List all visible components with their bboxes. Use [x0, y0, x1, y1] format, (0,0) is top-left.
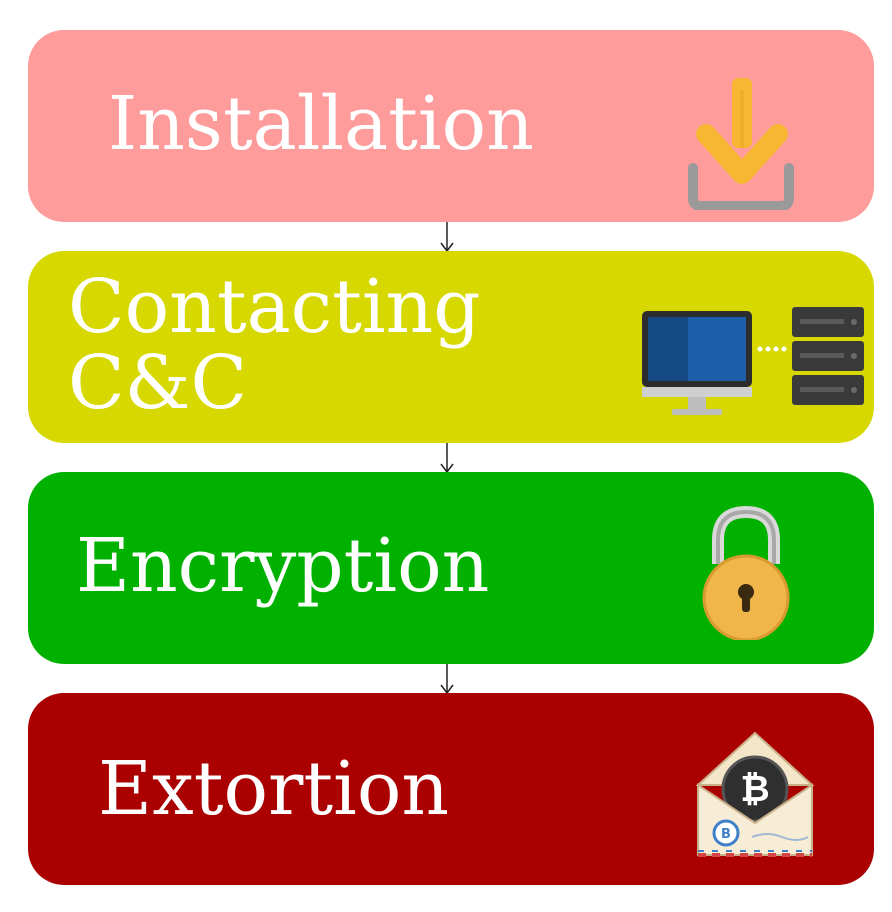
computer-server-icon — [642, 307, 864, 415]
stage-extortion: Extortion ₿ B — [28, 693, 874, 885]
download-icon — [688, 78, 794, 210]
connector-arrow — [440, 222, 454, 253]
svg-text:B: B — [721, 827, 731, 842]
stage-contacting-cc-line-1: Contacting — [68, 264, 481, 350]
stage-extortion-label: Extortion — [98, 746, 450, 832]
stage-contacting-cc: Contacting C&C — [28, 251, 874, 443]
connector-arrow — [440, 443, 454, 474]
stage-installation-label: Installation — [108, 81, 534, 167]
bitcoin-envelope-icon: ₿ B — [695, 731, 815, 857]
stage-installation: Installation — [28, 30, 874, 222]
svg-text:₿: ₿ — [740, 769, 769, 810]
stage-encryption: Encryption — [28, 472, 874, 664]
stage-contacting-cc-label: Contacting C&C — [68, 269, 481, 421]
connector-arrow — [440, 664, 454, 695]
stage-encryption-label: Encryption — [76, 523, 490, 609]
padlock-icon — [702, 505, 790, 640]
stage-contacting-cc-line-2: C&C — [68, 340, 248, 426]
